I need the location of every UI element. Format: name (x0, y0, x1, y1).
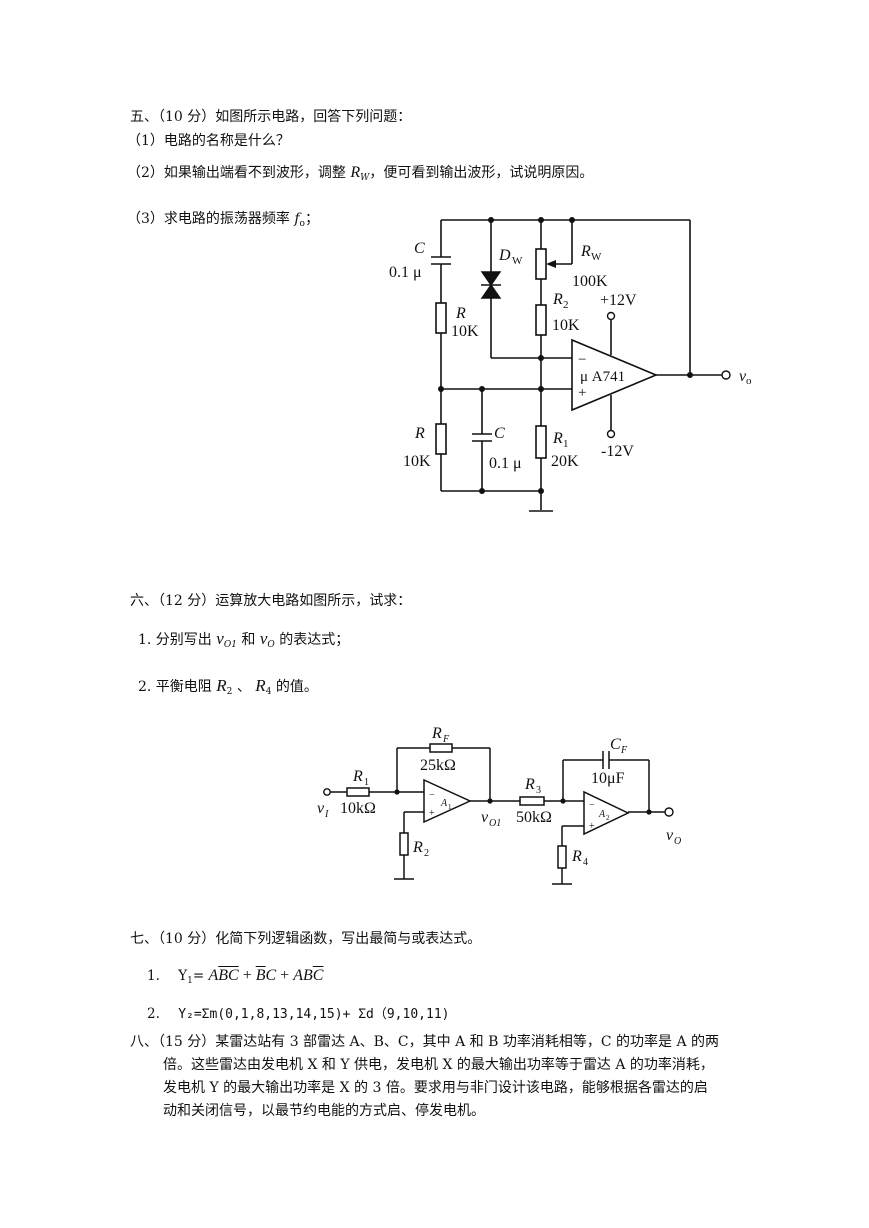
a2-label: A (598, 809, 606, 820)
rf-label: R (431, 725, 442, 742)
a1-plus: + (429, 808, 435, 819)
vo1-sub: O1 (489, 818, 501, 829)
q7-item1: 1. Y1= ABC + BC + ABC (147, 967, 324, 986)
rf-sub: F (442, 734, 450, 745)
r4-label: R (571, 848, 582, 865)
q6-item2: 2. 平衡电阻 R2 、 R4 的值。 (138, 676, 318, 698)
rf-value: 25kΩ (420, 757, 456, 774)
a2-minus: − (589, 800, 595, 811)
a1-sub: 1 (448, 803, 452, 811)
rw-label: R (580, 243, 591, 260)
r1-sub-2: 1 (364, 777, 369, 788)
vi-label: v (317, 800, 325, 817)
vo1-label: v (481, 809, 489, 826)
r2-sub-2: 2 (424, 848, 429, 859)
r1-label-2: R (352, 768, 363, 785)
c-bot-label: C (494, 425, 505, 442)
vo-label-2: v (666, 827, 674, 844)
dw-sub: W (512, 255, 523, 267)
r2-sub: 2 (563, 299, 569, 311)
opamp-plus: + (578, 385, 586, 401)
c-bot-value: 0.1 μ (489, 455, 522, 472)
vo-sub-2: O (674, 836, 681, 847)
vo-label: v (739, 368, 747, 385)
vi-sub: I (324, 809, 329, 820)
cf-label: C (610, 736, 621, 753)
a1-minus: − (429, 790, 435, 801)
q8-line2: 倍。这些雷达由发电机 X 和 Y 供电，发电机 X 的最大输出功率等于雷达 A … (163, 1057, 714, 1073)
r-top-value: 10K (451, 323, 479, 340)
dw-label: D (498, 247, 511, 264)
rw-sub: W (591, 251, 602, 263)
a1-label: A (440, 798, 448, 809)
q5-item2: （2）如果输出端看不到波形，调整 RW，便可看到输出波形，试说明原因。 (127, 164, 594, 183)
r4-sub: 4 (583, 857, 588, 868)
q8-line4: 动和关闭信号，以最节约电能的方式启、停发电机。 (163, 1103, 485, 1119)
r-bot-label: R (414, 425, 425, 442)
r1-value: 20K (551, 453, 579, 470)
r2-label: R (552, 291, 563, 308)
c-top-label: C (414, 240, 425, 257)
a2-sub: 2 (606, 814, 610, 822)
rw-value: 100K (572, 273, 608, 290)
q6-item1: 1. 分别写出 vO1 和 vO 的表达式； (138, 629, 350, 651)
q7-item2: 2. Y₂=Σm(0,1,8,13,14,15)+ Σd（9,10,11) (147, 1006, 450, 1022)
q5-item3: （3）求电路的振荡器频率 fo； (127, 211, 319, 229)
a2-plus: + (589, 821, 595, 832)
c-top-value: 0.1 μ (389, 264, 422, 281)
q7-title: 七、（10 分）化简下列逻辑函数，写出最简与或表达式。 (130, 931, 482, 947)
vplus-label: +12V (600, 292, 637, 309)
r-top-label: R (455, 305, 466, 322)
vminus-label: -12V (601, 443, 634, 460)
r1-sub: 1 (563, 438, 569, 450)
q8-line3: 发电机 Y 的最大输出功率是 X 的 3 倍。要求用与非门设计该电路，能够根据各… (163, 1080, 708, 1096)
q8-line1: 八、（15 分）某雷达站有 3 部雷达 A、B、C，其中 A 和 B 功率消耗相… (130, 1034, 720, 1050)
r1-label: R (552, 430, 563, 447)
opamp-minus: − (578, 352, 586, 368)
r2-label-2: R (412, 839, 423, 856)
y1-expression: ABC + BC + ABC (208, 967, 324, 984)
opamp-label: μ A741 (580, 369, 625, 385)
r1-value-2: 10kΩ (340, 800, 376, 817)
q5-title: 五、（10 分）如图所示电路，回答下列问题： (130, 109, 412, 125)
cf-value: 10μF (591, 770, 625, 787)
r3-value: 50kΩ (516, 809, 552, 826)
r3-label: R (524, 776, 535, 793)
r-bot-value: 10K (403, 453, 431, 470)
r3-sub: 3 (536, 785, 541, 796)
r2-value: 10K (552, 317, 580, 334)
cf-sub: F (620, 745, 628, 756)
q5-item1: （1）电路的名称是什么？ (127, 133, 290, 149)
vo-sub: o (746, 375, 752, 387)
q6-title: 六、（12 分）运算放大电路如图所示，试求： (130, 593, 412, 609)
